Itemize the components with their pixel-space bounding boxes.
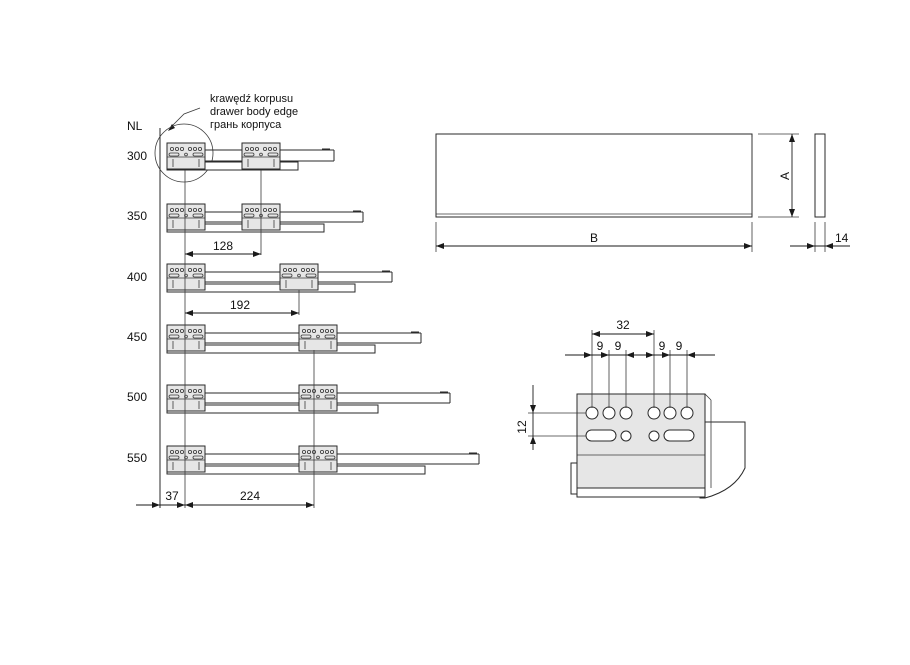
dim-9d-label: 9 (676, 339, 683, 353)
dim-37-label: 37 (165, 489, 179, 503)
edge-label-ru: грань корпуса (210, 119, 282, 131)
runner-label-500: 500 (127, 390, 147, 404)
edge-label-en: drawer body edge (210, 106, 298, 118)
dim-224-label: 224 (240, 489, 260, 503)
runner-550 (166, 445, 480, 475)
runner-label-350: 350 (127, 209, 147, 223)
runner-350 (166, 203, 364, 233)
runner-label-300: 300 (127, 149, 147, 163)
runner-500 (166, 384, 451, 414)
bracket-detail (570, 393, 746, 499)
dim-9b-label: 9 (615, 339, 622, 353)
dim-12-label: 12 (515, 420, 529, 434)
runner-label-550: 550 (127, 451, 147, 465)
edge-label-pl: krawędź korpusu (210, 93, 293, 105)
runner-400 (166, 263, 393, 293)
dim-A-label: A (778, 172, 792, 180)
drawer-front-profile (814, 133, 826, 218)
nl-label: NL (127, 119, 143, 133)
detail-circle (154, 123, 214, 183)
runner-450 (166, 324, 422, 354)
dim-192-label: 192 (230, 298, 250, 312)
edge-leader (169, 107, 201, 129)
dim-128-label: 128 (213, 239, 233, 253)
drawer-front-panel (435, 133, 753, 218)
dim-9c-label: 9 (659, 339, 666, 353)
dim-9a-label: 9 (597, 339, 604, 353)
dim-B-label: B (590, 231, 598, 245)
dim-32-label: 32 (616, 318, 630, 332)
runner-label-450: 450 (127, 330, 147, 344)
runner-300 (166, 142, 335, 171)
dim-14-label: 14 (835, 231, 849, 245)
runner-label-400: 400 (127, 270, 147, 284)
